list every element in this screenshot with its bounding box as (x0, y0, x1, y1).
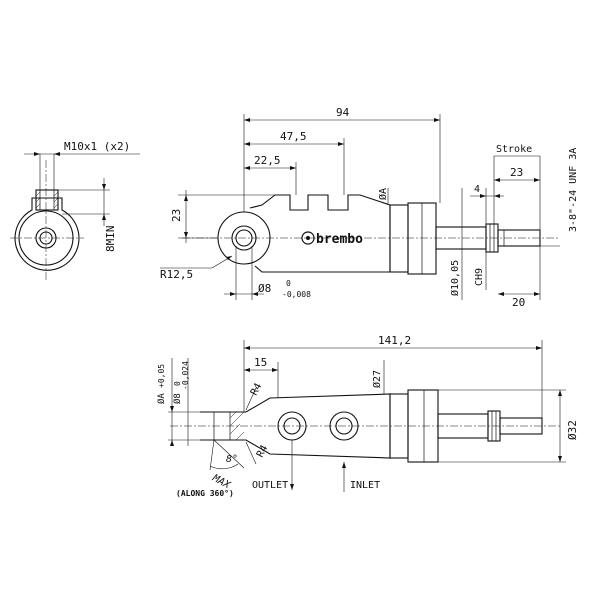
dim-27-label: Ø27 (371, 370, 383, 388)
bore-8-tol-upper: 0 (286, 279, 291, 288)
dim-23-left-label: 23 (170, 209, 183, 222)
dim-32-label: Ø32 (566, 420, 579, 440)
bore-8-label: Ø8 (258, 282, 271, 295)
top-view: 141,2 15 Ø27 ØA +0,05 Ø8 0 -0,024 R4 R4 … (156, 334, 579, 498)
bore-8-tol-lower: -0,008 (282, 290, 311, 299)
phi-a-lower-label: ØA (156, 393, 167, 404)
phi-a-tol-label: +0,05 (157, 364, 166, 388)
phi-a-label: ØA (377, 188, 389, 200)
brembo-logo: brembo (301, 231, 363, 247)
min-depth-label: 8MIN (104, 226, 117, 253)
stroke-label: Stroke (496, 144, 532, 155)
port-thread-hatch (35, 191, 59, 209)
dim-10-05-label: Ø10,05 (449, 260, 461, 296)
r4-bottom-label: R4 (255, 444, 270, 460)
angle-8-label: 8° (226, 454, 238, 465)
side-view: brembo 94 47,5 22,5 23 ØA R12, (160, 106, 579, 309)
dim-4-label: 4 (474, 184, 480, 195)
r4-top-label: R4 (249, 382, 264, 398)
end-view: M10x1 (x2) 8MIN (10, 140, 140, 280)
thread-ports-label: M10x1 (x2) (64, 140, 130, 153)
ch9-label: CH9 (474, 268, 485, 286)
inlet-label: INLET (350, 480, 380, 491)
dim-94-label: 94 (336, 106, 350, 119)
brand-label: brembo (316, 232, 363, 247)
outlet-label: OUTLET (252, 480, 288, 491)
thread-rod-label: 3-8"-24 UNF 3A (568, 148, 579, 232)
dim-47-5-label: 47,5 (280, 130, 307, 143)
radius-12-5-label: R12,5 (160, 268, 193, 281)
phi-8-lower-label: Ø8 (172, 393, 183, 404)
along-label: (ALONG 360°) (176, 489, 234, 498)
dim-20-label: 20 (512, 296, 525, 309)
dim-22-5-label: 22,5 (254, 154, 281, 167)
dim-23-stroke-label: 23 (510, 166, 523, 179)
phi-8-tol-lower: -0,024 (181, 361, 190, 390)
dim-15-label: 15 (254, 356, 267, 369)
body-hatch (229, 411, 245, 441)
dim-141-2-label: 141,2 (378, 334, 411, 347)
phi-8-tol-upper: 0 (173, 381, 182, 386)
